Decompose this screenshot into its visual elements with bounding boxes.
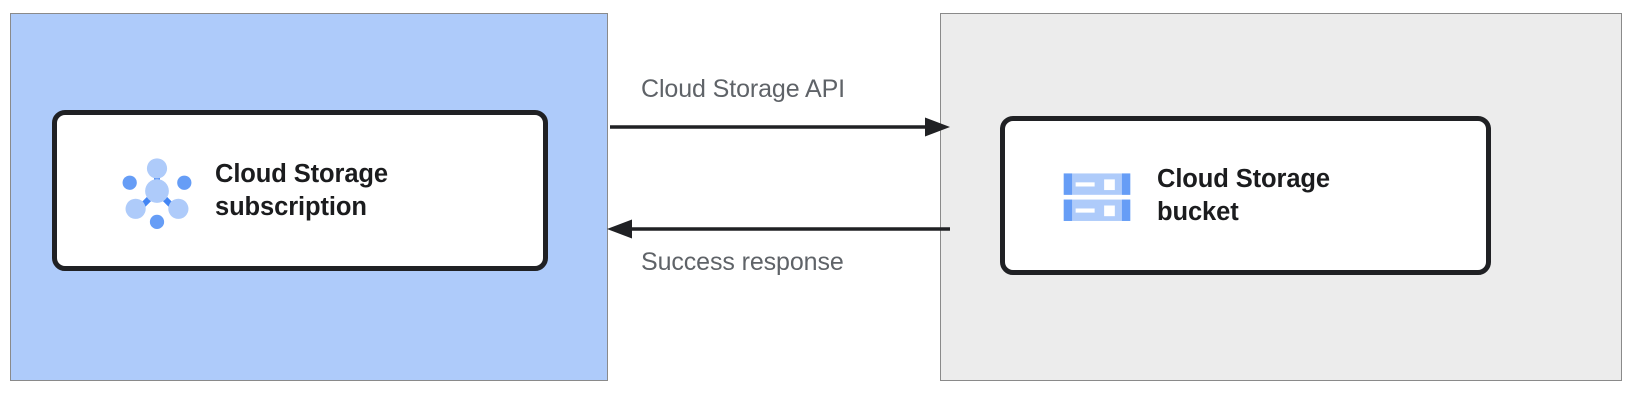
connector-request-arrow [610, 117, 950, 137]
connector-response-label: Success response [641, 248, 844, 276]
card-subscription-label: Cloud Storage subscription [215, 159, 388, 221]
card-cloud-storage-bucket[interactable]: Cloud Storage bucket [1000, 116, 1491, 275]
connector-response-arrow [607, 219, 950, 239]
card-bucket-label: Cloud Storage bucket [1157, 164, 1330, 226]
card-cloud-storage-subscription[interactable]: Cloud Storage subscription [52, 110, 548, 271]
cloud-storage-bucket-icon [1063, 172, 1131, 221]
pubsub-subscription-icon [122, 157, 192, 229]
connector-request-label: Cloud Storage API [641, 75, 845, 103]
